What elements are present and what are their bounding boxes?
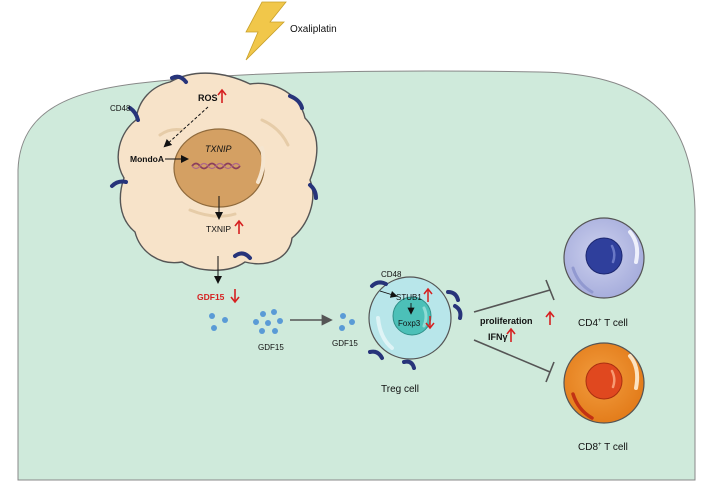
receptor-icon bbox=[170, 74, 188, 84]
ros-label: ROS bbox=[198, 93, 218, 103]
tumor-cd48-receptors bbox=[110, 74, 318, 260]
foxp3-label: Foxp3 bbox=[398, 319, 421, 328]
cd4-t-cell bbox=[563, 217, 645, 299]
cd48-tumor-label: CD48 bbox=[110, 104, 131, 113]
receptor-icon bbox=[370, 280, 388, 288]
gdf15-molecules-near-treg bbox=[339, 313, 355, 331]
receptor-icon bbox=[110, 179, 128, 188]
txnip-protein-label: TXNIP bbox=[206, 224, 231, 234]
stub1-label: STUB1 bbox=[396, 293, 422, 302]
inhibition-to-cd4 bbox=[473, 279, 555, 313]
receptor-icon bbox=[288, 94, 304, 110]
treg-nucleus bbox=[392, 296, 432, 336]
ros-up-arrow-icon bbox=[217, 88, 227, 103]
gdf15-cluster-label: GDF15 bbox=[258, 343, 284, 352]
treg-cell bbox=[368, 276, 452, 360]
cd4-t-cell-label: CD4+ T cell bbox=[578, 318, 628, 329]
gdf15-change-label: GDF15 bbox=[197, 292, 225, 302]
ifng-up-arrow-icon bbox=[506, 327, 516, 342]
cd8-t-cell-label: CD8+ T cell bbox=[578, 442, 628, 453]
receptor-icon bbox=[308, 183, 318, 200]
gdf15-molecules-small bbox=[209, 313, 228, 331]
treg-cell-label: Treg cell bbox=[381, 384, 419, 395]
inhibition-to-cd8 bbox=[473, 339, 555, 383]
stub1-up-arrow-icon bbox=[423, 287, 433, 302]
cd8-t-cell bbox=[563, 342, 645, 424]
txnip-gene-label: TXNIP bbox=[205, 144, 232, 154]
receptor-icon bbox=[368, 349, 384, 360]
receptor-icon bbox=[453, 304, 463, 320]
gdf15-down-arrow-icon bbox=[230, 289, 240, 304]
mondoa-label: MondoA bbox=[130, 154, 164, 164]
cd48-to-stub1-arrow bbox=[379, 290, 398, 298]
proliferation-label: proliferation bbox=[480, 316, 533, 326]
cd8-nucleus bbox=[585, 362, 623, 400]
lightning-bolt-icon bbox=[245, 1, 287, 61]
receptor-icon bbox=[446, 290, 460, 302]
proliferation-up-arrow-icon bbox=[545, 310, 555, 325]
foxp3-down-arrow-icon bbox=[425, 316, 435, 330]
tumor-cell bbox=[117, 72, 318, 271]
ifng-label: IFNγ bbox=[488, 332, 508, 342]
cd4-nucleus bbox=[585, 237, 623, 275]
gdf15-near-treg-label: GDF15 bbox=[332, 339, 358, 348]
oxaliplatin-label: Oxaliplatin bbox=[290, 24, 337, 35]
gdf15-molecules-cluster bbox=[253, 309, 283, 334]
cd48-treg-label: CD48 bbox=[381, 270, 402, 279]
receptor-icon bbox=[233, 251, 252, 260]
receptor-icon bbox=[402, 359, 416, 370]
receptor-icon bbox=[128, 106, 140, 122]
txnip-up-arrow-icon bbox=[234, 219, 244, 234]
treg-cd48-receptors bbox=[368, 280, 463, 370]
